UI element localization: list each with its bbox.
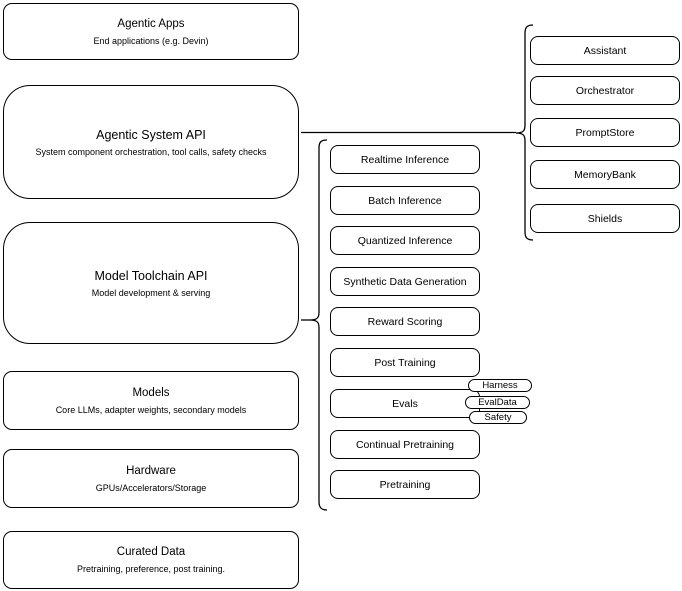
node-subtitle: Pretraining, preference, post training.: [76, 564, 226, 574]
badge-label: Safety: [484, 412, 512, 423]
badge-harness: Harness: [468, 379, 532, 392]
node-agentic-system-api: Agentic System API System component orch…: [3, 85, 299, 199]
node-subtitle: System component orchestration, tool cal…: [35, 146, 267, 157]
node-label: Evals: [392, 397, 418, 410]
node-synthetic-data-generation: Synthetic Data Generation: [330, 267, 480, 296]
node-label: Synthetic Data Generation: [343, 275, 467, 288]
node-assistant: Assistant: [530, 36, 680, 65]
node-title: Model Toolchain API: [94, 268, 208, 283]
node-title: Agentic System API: [96, 127, 206, 142]
node-agentic-apps: Agentic Apps End applications (e.g. Devi…: [3, 3, 299, 60]
node-label: PromptStore: [575, 126, 635, 139]
node-subtitle: Model development & serving: [91, 287, 211, 298]
node-label: Realtime Inference: [360, 153, 450, 166]
node-label: Orchestrator: [575, 84, 635, 97]
node-title: Agentic Apps: [117, 17, 185, 30]
node-promptstore: PromptStore: [530, 118, 680, 147]
toolchain-components-brace: [309, 139, 328, 511]
node-subtitle: GPUs/Accelerators/Storage: [95, 482, 207, 493]
node-label: Quantized Inference: [357, 234, 453, 247]
node-subtitle: Core LLMs, adapter weights, secondary mo…: [55, 404, 247, 415]
node-quantized-inference: Quantized Inference: [330, 226, 480, 255]
node-curated-data: Curated Data Pretraining, preference, po…: [3, 531, 299, 589]
node-pretraining: Pretraining: [330, 470, 480, 499]
badge-evaldata: EvalData: [465, 396, 530, 409]
badge-label: Harness: [482, 380, 518, 391]
node-label: Batch Inference: [368, 194, 442, 207]
node-continual-pretraining: Continual Pretraining: [330, 430, 480, 459]
node-orchestrator: Orchestrator: [530, 76, 680, 105]
node-label: Reward Scoring: [367, 315, 443, 328]
node-title: Models: [132, 386, 170, 399]
node-title: Hardware: [126, 464, 176, 477]
node-label: Assistant: [583, 44, 627, 57]
node-shields: Shields: [530, 204, 680, 233]
node-models: Models Core LLMs, adapter weights, secon…: [3, 371, 299, 430]
node-reward-scoring: Reward Scoring: [330, 307, 480, 336]
node-label: Shields: [587, 212, 623, 225]
node-post-training: Post Training: [330, 348, 480, 377]
badge-label: EvalData: [478, 397, 517, 408]
badge-safety: Safety: [469, 411, 527, 424]
node-label: MemoryBank: [574, 168, 636, 181]
node-batch-inference: Batch Inference: [330, 186, 480, 215]
node-label: Post Training: [374, 356, 436, 369]
node-model-toolchain-api: Model Toolchain API Model development & …: [3, 222, 299, 344]
node-realtime-inference: Realtime Inference: [330, 145, 480, 174]
node-label: Pretraining: [379, 478, 431, 491]
node-subtitle: End applications (e.g. Devin): [93, 35, 209, 46]
node-hardware: Hardware GPUs/Accelerators/Storage: [3, 449, 299, 508]
node-label: Continual Pretraining: [355, 438, 455, 451]
node-title: Curated Data: [116, 546, 186, 558]
node-evals: Evals: [330, 389, 480, 418]
node-memorybank: MemoryBank: [530, 160, 680, 189]
